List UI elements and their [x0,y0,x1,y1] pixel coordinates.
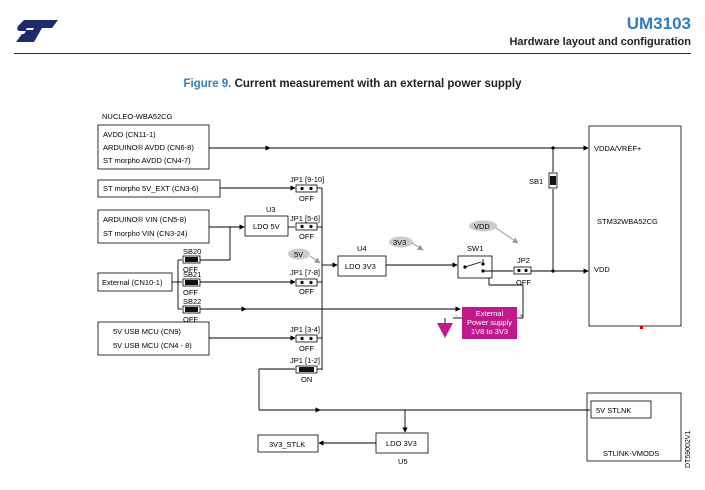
figure-title: Current measurement with an external pow… [234,78,522,90]
usb-line-1: 5V USB MCU (CN9) [113,327,181,336]
stlk-output-box [257,434,319,453]
u5-name: U5 [398,457,408,466]
u3-label: LDO 5V [253,222,280,231]
vin-box [97,209,210,244]
jp1-7-8-header [295,278,318,287]
vext-label: ST morpho 5V_EXT (CN3-6) [103,184,199,193]
u4-label: LDO 3V3 [345,262,376,271]
stlink-board-label: STLINK-VMODS [603,449,659,458]
stlk-output-label: 3V3_STLK [269,440,305,449]
vext-box [97,179,221,198]
jp1-9-10-header [295,184,318,193]
u3-box [244,215,289,237]
stlink-output-box [590,400,652,419]
u5-label: LDO 3V3 [386,439,417,448]
jp1-3-4-header [295,334,318,343]
bubble-5v [288,248,310,260]
bubble-vdd [469,220,497,232]
external-label: External (CN10-1) [102,278,163,287]
jp1-3-4-state: OFF [299,344,314,353]
avdd-box [97,124,210,170]
vin-line-1: ARDUINO® VIN (CN5-8) [103,215,187,224]
bubble-3v3 [389,236,413,248]
jp2-state: OFF [516,278,531,287]
sb20-label: SB20 [183,247,201,256]
u4-name: U4 [357,244,367,253]
u3-name: U3 [266,205,276,214]
sb21-label: SB21 [183,270,201,279]
document-id: UM3103 [626,14,691,33]
ext-supply-plus: + [519,311,524,320]
figure-caption: Figure 9. Current measurement with an ex… [0,78,705,90]
jp1-9-10-state: OFF [299,194,314,203]
avdd-line-2: ARDUINO® AVDD (CN6-8) [103,143,194,152]
header-rule [14,53,691,54]
sw1-label: SW1 [467,244,483,253]
mcu-marker [640,326,643,329]
sw1-box [457,255,493,279]
board-label: NUCLEO-WBA52CG [102,112,173,121]
st-logo [16,20,58,42]
figure-side-code: DT59002V1 [685,431,692,468]
usb-line-2: 5V USB MCU (CN4 - 8) [113,341,192,350]
u4-box [337,255,387,277]
sb21-state: OFF [183,288,198,297]
ext-supply-line-3: 1V8 to 3V3 [471,327,508,336]
figure-number: Figure 9. [183,78,232,90]
sb1-label: SB1 [529,177,543,186]
avdd-line-1: AVDD (CN11-1) [103,130,156,139]
document-subtitle: Hardware layout and configuration [509,36,691,48]
stlink-output-label: 5V STLNK [596,406,631,415]
jp1-7-8-label: JP1 [7-8] [290,268,320,277]
mcu-box [588,125,682,327]
ext-supply-line-1: External [476,309,504,318]
vin-line-2: ST morpho VIN (CN3-24) [103,229,188,238]
mcu-vdda: VDDA/VREF+ [594,144,642,153]
jp1-3-4-label: JP1 [3-4] [290,325,320,334]
jp2-header [513,266,532,275]
mcu-vdd: VDD [594,265,610,274]
jp1-1-2-label: JP1 [1-2] [290,356,320,365]
mcu-name: STM32WBA52CG [597,217,658,226]
indicator-arrows [309,227,519,264]
jp1-1-2-state: ON [301,375,312,384]
jp1-9-10-label: JP1 [9-10] [290,175,324,184]
jp2-label: JP2 [517,256,530,265]
avdd-line-3: ST morpho AVDD (CN4-7) [103,156,191,165]
ext-supply-box [462,307,517,339]
jp1-5-6-label: JP1 [5-6] [290,214,320,223]
jp1-5-6-header [295,222,318,231]
bubble-5v-label: 5V [294,250,303,259]
usb-box [97,321,210,356]
sb22-state: OFF [183,315,198,324]
jp1-7-8-state: OFF [299,287,314,296]
bubble-3v3-label: 3V3 [393,238,406,247]
ext-supply-minus: - [455,311,458,320]
ext-supply-line-2: Power supply [467,318,512,327]
sb22-label: SB22 [183,297,201,306]
jp1-5-6-state: OFF [299,232,314,241]
bubble-vdd-label: VDD [474,222,490,231]
sb20-state: OFF [183,265,198,274]
ground-triangle [437,323,453,338]
wires [172,145,590,446]
